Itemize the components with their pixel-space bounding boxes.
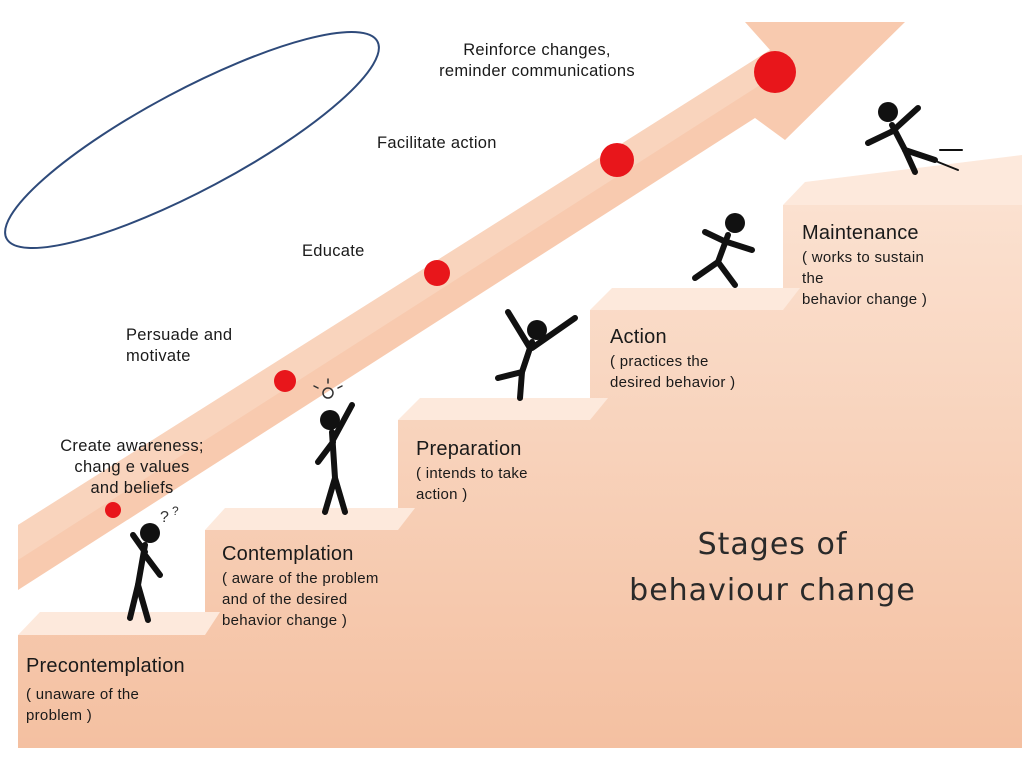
title-line-1: Stages of: [697, 527, 848, 562]
stage-description: ( works to sustain the behavior change ): [802, 249, 928, 308]
title-line-2: behaviour change: [629, 573, 916, 608]
stage-name: Contemplation: [222, 543, 354, 565]
stage-name: Precontemplation: [26, 655, 185, 677]
svg-text:?: ?: [160, 509, 169, 526]
intervention-label-facilitate: Facilitate action: [377, 134, 497, 152]
stage-precontemplation: Precontemplation ( unaware of the proble…: [26, 655, 185, 726]
rising-arrow-highlight: [18, 50, 770, 560]
stage-preparation: Preparation ( intends to take action ): [416, 438, 528, 505]
stage-description: ( unaware of the problem ): [26, 686, 140, 724]
svg-text:?: ?: [172, 504, 179, 518]
stage-maintenance: Maintenance ( works to sustain the behav…: [802, 222, 927, 310]
figure-cheering-icon: [495, 309, 578, 401]
diagram-title: Stages of behaviour change: [595, 522, 950, 614]
stage-name: Maintenance: [802, 222, 919, 244]
intervention-dots: [105, 51, 796, 518]
dot-facilitate: [600, 143, 634, 177]
dot-awareness: [105, 502, 121, 518]
dot-persuade: [274, 370, 296, 392]
step-tops: [18, 155, 1022, 635]
figure-leaping-icon: [865, 102, 963, 175]
intervention-label-educate: Educate: [302, 242, 365, 260]
dot-educate: [424, 260, 450, 286]
stage-name: Action: [610, 326, 667, 348]
stage-name: Preparation: [416, 438, 522, 460]
stage-contemplation: Contemplation ( aware of the problem and…: [222, 543, 379, 631]
annotation-oval: [4, 30, 380, 250]
rising-arrow: [18, 22, 905, 590]
figure-thinking-icon: ? ?: [127, 504, 179, 623]
stage-description: ( aware of the problem and of the desire…: [222, 570, 379, 629]
staircase: [18, 205, 1022, 748]
intervention-label-awareness: Create awareness; chang e values and bel…: [60, 437, 204, 497]
figure-idea-icon: [313, 378, 355, 515]
stage-description: ( practices the desired behavior ): [610, 353, 736, 391]
dot-reinforce: [754, 51, 796, 93]
intervention-label-persuade: Persuade and motivate: [126, 326, 233, 365]
figure-running-icon: [692, 213, 755, 288]
stage-description: ( intends to take action ): [416, 465, 528, 503]
intervention-label-reinforce: Reinforce changes, reminder communicatio…: [439, 41, 635, 80]
stage-action: Action ( practices the desired behavior …: [610, 326, 735, 393]
